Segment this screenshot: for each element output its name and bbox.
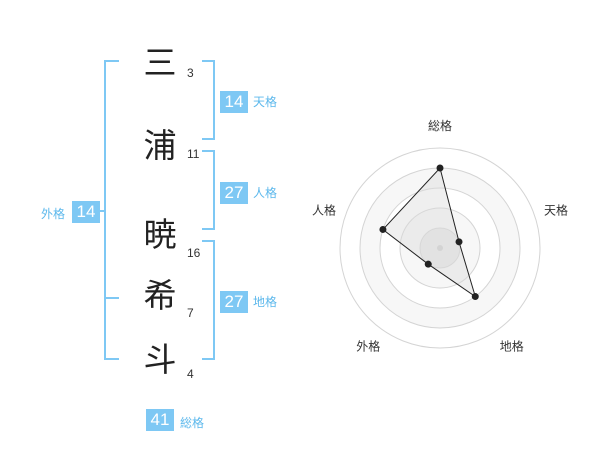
stroke-count-4: 7 — [187, 306, 194, 320]
radar-axis-label-4: 人格 — [312, 202, 336, 217]
tenkaku-label: 天格 — [253, 95, 278, 109]
name-char-3: 暁 — [143, 215, 177, 254]
radar-axis-label-0: 総格 — [428, 118, 452, 133]
name-divider-tick — [104, 297, 119, 299]
radar-axis-label-2: 地格 — [500, 339, 524, 354]
stroke-count-5: 4 — [187, 367, 194, 381]
name-char-1: 三 — [143, 43, 177, 82]
radar-point-3 — [424, 260, 432, 268]
chikaku-bracket — [202, 240, 215, 360]
stroke-count-1: 3 — [187, 66, 194, 80]
radar-point-0 — [436, 164, 444, 172]
chikaku-label: 地格 — [253, 295, 278, 309]
radar-center-dot — [437, 245, 443, 251]
radar-point-4 — [379, 225, 387, 233]
radar-axis-label-3: 外格 — [356, 339, 380, 354]
radar-data-polygon — [382, 166, 477, 298]
jinkaku-bracket — [202, 150, 215, 230]
tenkaku-bracket — [202, 60, 215, 140]
stroke-count-3: 16 — [187, 246, 201, 260]
radar-axis-label-1: 天格 — [544, 202, 568, 217]
gaikaku-bracket — [104, 60, 119, 360]
chikaku-value-badge: 27 — [220, 291, 248, 313]
jinkaku-value-badge: 27 — [220, 182, 248, 204]
tenkaku-value-badge: 14 — [220, 91, 248, 113]
jinkaku-label: 人格 — [253, 186, 278, 200]
name-char-4: 希 — [143, 276, 177, 315]
radar-point-2 — [471, 293, 479, 301]
radar-data-points — [379, 164, 479, 301]
gaikaku-value-badge: 14 — [72, 201, 100, 223]
radar-grid — [339, 147, 541, 349]
stroke-count-2: 11 — [187, 147, 200, 161]
soukaku-value-badge: 41 — [146, 409, 174, 431]
name-char-5: 斗 — [143, 340, 177, 379]
soukaku-label: 総格 — [180, 416, 205, 430]
radar-point-1 — [455, 238, 463, 246]
name-char-2: 浦 — [143, 126, 177, 165]
gaikaku-label: 外格 — [41, 207, 66, 221]
